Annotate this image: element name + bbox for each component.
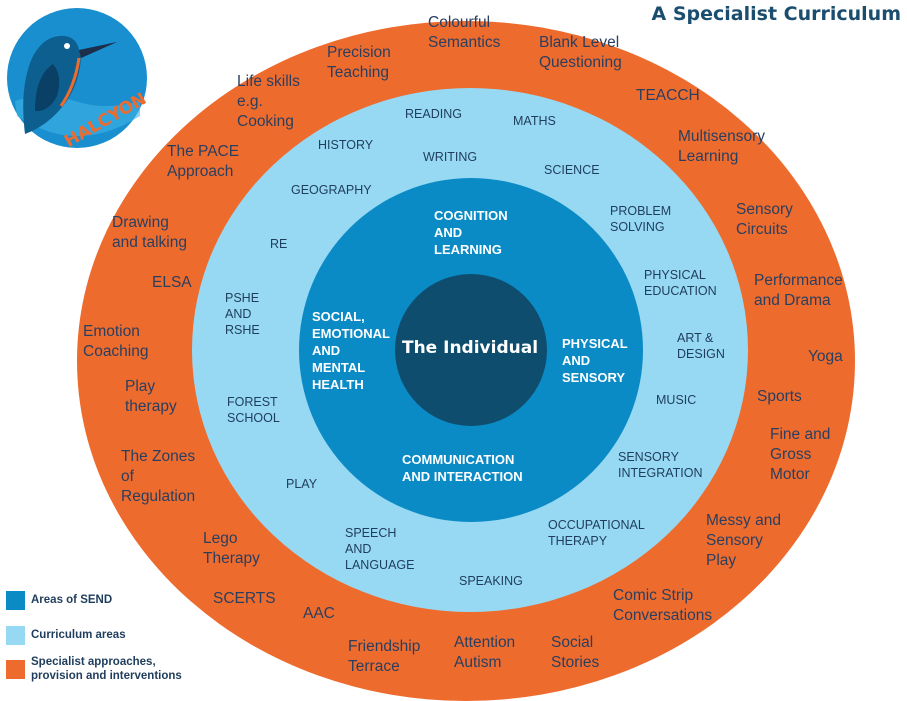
specialist-approach: Yoga [808,348,843,365]
legend-swatch [6,591,25,610]
send-area: SOCIAL, EMOTIONAL AND MENTAL HEALTH [312,309,390,392]
curriculum-area: GEOGRAPHY [291,183,372,197]
specialist-approach: Multisensory Learning [678,128,765,165]
curriculum-area: READING [405,107,462,121]
curriculum-area: WRITING [423,150,478,164]
legend-label: Specialist approaches, provision and int… [31,656,182,682]
specialist-approach: AAC [303,605,335,622]
send-area: COMMUNICATION AND INTERACTION [402,452,523,484]
specialist-approach: ELSA [152,274,192,291]
curriculum-area: SCIENCE [544,163,600,177]
curriculum-area: MATHS [513,114,556,128]
curriculum-area: SPEECH AND LANGUAGE [345,526,415,572]
specialist-approach: TEACCH [636,87,700,104]
specialist-approach: Colourful Semantics [428,14,501,51]
curriculum-area: SENSORY INTEGRATION [618,450,703,480]
curriculum-area: OCCUPATIONAL THERAPY [548,518,645,548]
specialist-approach: Comic Strip Conversations [613,587,713,624]
specialist-approach: Friendship Terrace [348,638,421,675]
core-circle [395,274,547,426]
send-area: PHYSICAL AND SENSORY [562,336,628,385]
specialist-approach: Life skills e.g. Cooking [237,73,300,130]
core-label: The Individual [401,338,539,358]
curriculum-area: MUSIC [656,393,697,407]
specialist-approach: Precision Teaching [327,44,391,81]
halcyon-logo: HALCYON [7,8,150,151]
curriculum-area: ART & DESIGN [677,331,725,361]
specialist-approach: Lego Therapy [203,530,260,567]
specialist-approach: The PACE Approach [167,143,240,180]
curriculum-area: PROBLEM SOLVING [610,204,672,234]
specialist-approach: Play therapy [125,378,177,415]
specialist-approach: Attention Autism [454,634,516,671]
specialist-approach: Social Stories [551,634,600,671]
specialist-approach: Drawing and talking [112,214,187,251]
specialist-approach: Sports [757,388,802,405]
specialist-approach: Blank Level Questioning [539,34,622,71]
page-title: A Specialist Curriculum [651,3,901,25]
legend-swatch [6,660,25,679]
curriculum-area: RE [270,237,288,251]
curriculum-area: PSHE AND RSHE [225,291,260,337]
legend-swatch [6,626,25,645]
specialist-approach: Performance and Drama [754,272,843,309]
specialist-approach: Messy and Sensory Play [706,512,781,569]
specialist-approach: Sensory Circuits [736,201,793,238]
curriculum-area: PLAY [286,477,318,491]
specialist-approach: SCERTS [213,590,276,607]
send-area: COGNITION AND LEARNING [434,208,508,257]
legend-label: Curriculum areas [31,629,126,641]
specialist-approach: Fine and Gross Motor [770,426,831,483]
curriculum-area: HISTORY [318,138,374,152]
specialist-approach: Emotion Coaching [83,323,149,360]
legend-label: Areas of SEND [31,594,113,606]
curriculum-area: FOREST SCHOOL [227,395,280,425]
curriculum-area: SPEAKING [459,574,523,588]
curriculum-area: PHYSICAL EDUCATION [644,268,717,298]
specialist-approach: The Zones of Regulation [121,448,196,505]
